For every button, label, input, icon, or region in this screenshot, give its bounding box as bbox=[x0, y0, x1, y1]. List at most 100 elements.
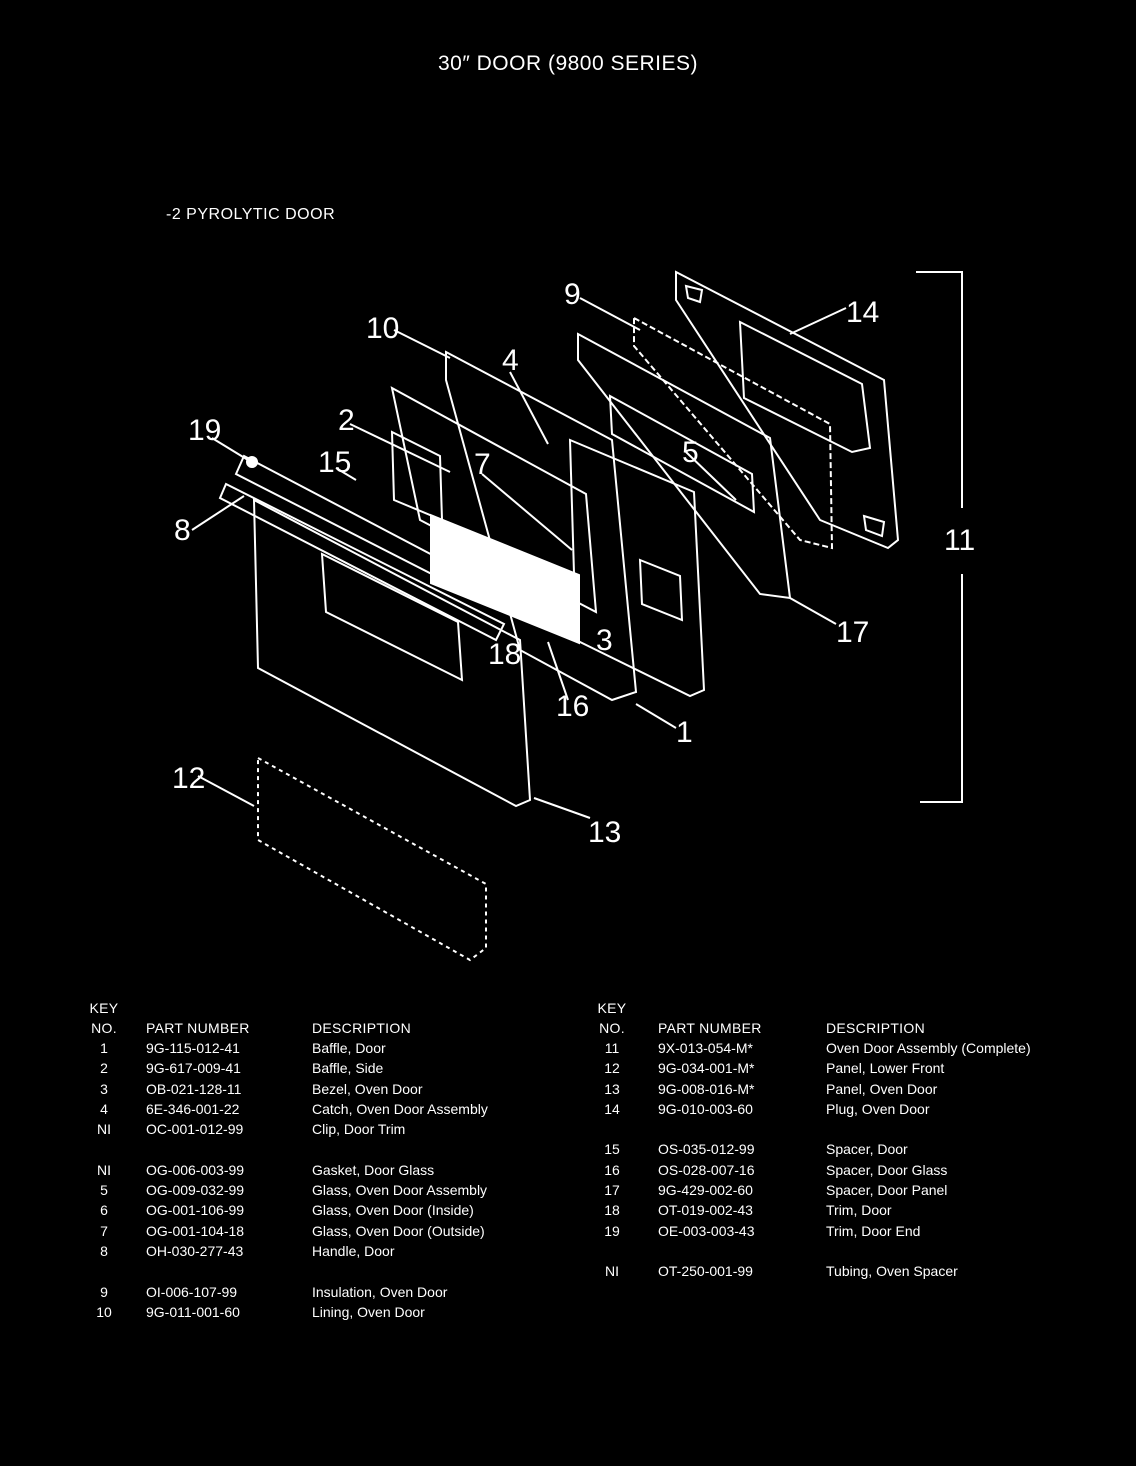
callout-14: 14 bbox=[846, 296, 879, 329]
callout-1: 1 bbox=[676, 716, 693, 749]
callout-3: 3 bbox=[596, 624, 613, 657]
row-description: Bezel, Oven Door bbox=[312, 1080, 423, 1097]
row-description: Spacer, Door Panel bbox=[826, 1182, 948, 1199]
row-part-number: OS-028-007-16 bbox=[658, 1161, 755, 1178]
part-lower-panel-shape bbox=[257, 756, 487, 962]
row-key-number: NI bbox=[97, 1121, 111, 1138]
part-door-panel-shape bbox=[252, 498, 532, 808]
row-description: Trim, Door End bbox=[826, 1222, 921, 1239]
table-header-row-1: KEY bbox=[80, 1000, 550, 1020]
row-key-number: NI bbox=[97, 1161, 111, 1178]
row-description: Handle, Door bbox=[312, 1242, 395, 1259]
table-row: NI OT-250-001-99 Tubing, Oven Spacer bbox=[592, 1263, 1092, 1283]
row-description: Baffle, Door bbox=[312, 1040, 386, 1056]
row-description: Gasket, Door Glass bbox=[312, 1161, 435, 1178]
part-baffle-shape bbox=[568, 438, 706, 698]
part-spacer-frame-shape bbox=[577, 332, 792, 600]
exploded-door-diagram: 9 14 10 4 19 2 15 7 5 8 11 3 18 16 17 1 … bbox=[172, 270, 975, 962]
row-part-number: 9G-617-009-41 bbox=[146, 1060, 241, 1077]
row-part-number: OI-006-107-99 bbox=[146, 1283, 238, 1300]
header-description: DESCRIPTION bbox=[312, 1020, 411, 1036]
left-rows: 1 9G-115-012-41 Baffle, Door 2 9G-617-009-41… bbox=[80, 1040, 550, 1324]
header-key: KEY bbox=[89, 1000, 119, 1016]
callout-10: 10 bbox=[366, 312, 399, 345]
row-part-number: OG-006-003-99 bbox=[146, 1161, 245, 1178]
row-part-number: OT-019-002-43 bbox=[658, 1202, 753, 1219]
row-key-number: 12 bbox=[604, 1060, 620, 1077]
row-part-number: OG-001-106-99 bbox=[146, 1202, 245, 1219]
callout-4: 4 bbox=[502, 344, 519, 377]
row-key-number: NI bbox=[605, 1263, 619, 1280]
row-key-number: 16 bbox=[604, 1161, 620, 1178]
part-insulation-shape bbox=[633, 316, 834, 550]
row-description: Tubing, Oven Spacer bbox=[826, 1263, 958, 1280]
row-key-number: 8 bbox=[100, 1242, 108, 1259]
row-key-number: 15 bbox=[604, 1141, 620, 1158]
row-key-number: 1 bbox=[100, 1040, 108, 1056]
row-part-number: OG-009-032-99 bbox=[146, 1182, 245, 1199]
table-row bbox=[80, 1141, 550, 1161]
callout-19: 19 bbox=[188, 414, 221, 447]
row-part-number: OG-001-104-18 bbox=[146, 1222, 245, 1239]
row-key-number: 2 bbox=[100, 1060, 108, 1077]
page-subtitle: -2 PYROLYTIC DOOR bbox=[166, 206, 336, 223]
table-row bbox=[592, 1243, 1092, 1263]
row-part-number: 9G-010-003-60 bbox=[658, 1100, 753, 1117]
header-key: KEY bbox=[597, 1000, 627, 1016]
row-key-number: 19 bbox=[604, 1222, 620, 1239]
row-description: Plug, Oven Door bbox=[826, 1100, 930, 1117]
header-no: NO. bbox=[91, 1020, 117, 1036]
row-part-number: 9G-011-001-60 bbox=[146, 1303, 240, 1320]
row-part-number: OE-003-003-43 bbox=[658, 1222, 755, 1239]
row-description: Oven Door Assembly (Complete) bbox=[826, 1040, 1031, 1056]
part-glass-window bbox=[430, 513, 580, 645]
row-part-number: 9G-008-016-M* bbox=[658, 1080, 755, 1097]
table-header-row-2: NO. PART NUMBER DESCRIPTION bbox=[80, 1020, 550, 1040]
row-key-number: 13 bbox=[604, 1080, 620, 1097]
callout-18: 18 bbox=[488, 638, 521, 671]
callout-9: 9 bbox=[564, 278, 581, 311]
table-header-row-2: NO. PART NUMBER DESCRIPTION bbox=[592, 1020, 1092, 1040]
row-part-number: OH-030-277-43 bbox=[146, 1242, 244, 1259]
row-description: Lining, Oven Door bbox=[312, 1303, 425, 1320]
callout-5: 5 bbox=[682, 436, 699, 469]
callout-2: 2 bbox=[338, 404, 355, 437]
row-key-number: 7 bbox=[100, 1222, 108, 1239]
row-part-number: 9G-429-002-60 bbox=[658, 1182, 753, 1199]
row-description: Catch, Oven Door Assembly bbox=[312, 1100, 488, 1117]
parts-table-left: KEY NO. PART NUMBER DESCRIPTION 1 9G-115-… bbox=[80, 1000, 550, 1324]
table-row: NI OG-006-003-99 Gasket, Door Glass bbox=[80, 1162, 550, 1182]
assembly-bracket bbox=[916, 271, 963, 803]
row-part-number: OC-001-012-99 bbox=[146, 1121, 244, 1138]
header-part-number: PART NUMBER bbox=[658, 1020, 762, 1036]
row-part-number: OT-250-001-99 bbox=[658, 1263, 753, 1280]
part-plug-shape bbox=[675, 270, 900, 550]
row-part-number: OS-035-012-99 bbox=[658, 1141, 755, 1158]
header-no: NO. bbox=[599, 1020, 625, 1036]
part-trim-shape bbox=[234, 454, 520, 616]
row-description: Insulation, Oven Door bbox=[312, 1283, 448, 1300]
callout-15: 15 bbox=[318, 446, 351, 479]
callout-13: 13 bbox=[588, 816, 621, 849]
callout-7: 7 bbox=[474, 448, 491, 481]
callout-11: 11 bbox=[944, 524, 975, 557]
callout-16: 16 bbox=[556, 690, 589, 723]
table-row bbox=[80, 1263, 550, 1283]
row-description: Glass, Oven Door Assembly bbox=[312, 1182, 488, 1199]
row-part-number: 9G-115-012-41 bbox=[146, 1040, 240, 1056]
table-row: 8 OH-030-277-43 Handle, Door bbox=[80, 1243, 550, 1263]
